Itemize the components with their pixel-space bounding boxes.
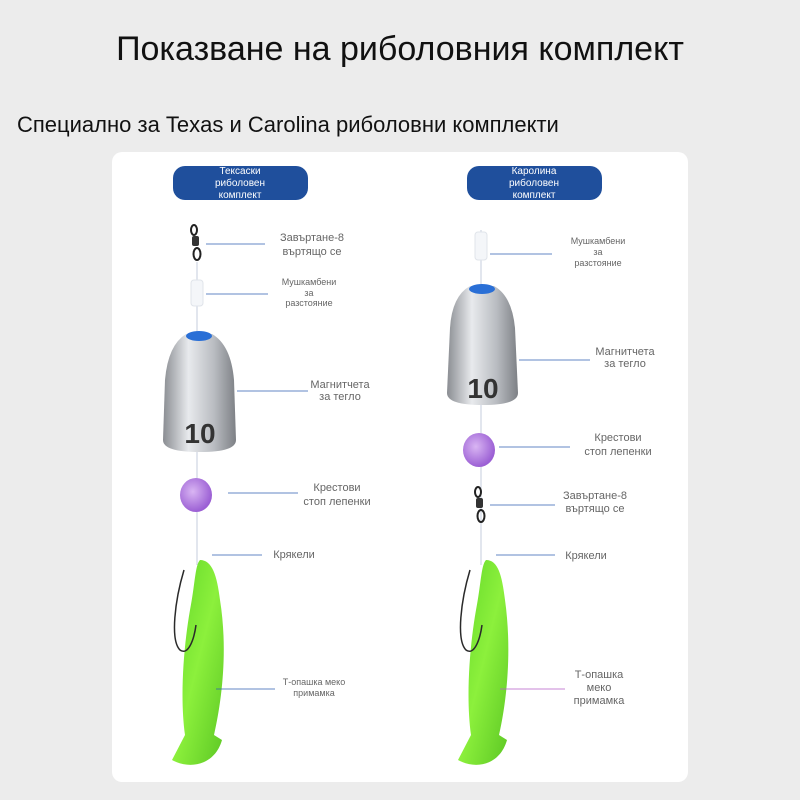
texas-spacer-label-1: Мушкамбени [282,277,337,287]
carolina-swivel-label-2: въртящо се [566,503,625,515]
texas-weight-label-2: за тегло [319,391,361,403]
carolina-weight-number: 10 [467,373,498,404]
carolina-hook-label: Крякели [565,550,607,562]
texas-hook-label: Крякели [273,549,315,561]
carolina-swivel-label-1: Завъртане-8 [563,490,627,502]
texas-spacer-label-2: за [304,288,313,298]
page-title: Показване на риболовния комплект [116,30,684,68]
carolina-weight-label-1: Магнитчета [595,346,655,358]
carolina-hook-lure-icon [458,560,509,765]
carolina-spacer-label-2: за [593,247,602,257]
carolina-spacer-label-1: Мушкамбени [571,236,626,246]
carolina-stopper-icon [463,433,495,467]
carolina-bait-label-3: примамка [574,695,626,707]
carolina-badge-line-2: риболовен [509,177,559,189]
carolina-badge: Каролина риболовен комплект [467,166,602,201]
carolina-weight-label-2: за тегло [604,358,646,370]
texas-swivel-label-1: Завъртане-8 [280,232,344,244]
texas-hook-lure-icon [172,560,224,765]
carolina-pointer-lines [490,253,590,556]
texas-stopper-label-1: Крестови [313,482,360,494]
texas-swivel-icon [190,224,202,261]
page-subtitle: Специално за Texas и Carolina риболовни … [17,112,559,137]
carolina-weight-icon: 10 [447,284,518,405]
texas-badge-line-3: комплект [219,190,262,201]
carolina-spacer-label-3: разстояние [574,258,621,268]
carolina-swivel-icon [474,486,486,523]
carolina-bait-label-1: Т-опашка [575,669,624,681]
texas-badge-line-1: Тексаски [219,166,260,177]
texas-badge-line-2: риболовен [215,177,265,189]
texas-spacer-icon [190,279,204,307]
carolina-rig: Каролина риболовен комплект 10 [447,166,655,765]
carolina-spacer-icon [474,231,488,261]
texas-weight-icon: 10 [163,331,236,452]
texas-spacer-label-3: разстояние [285,298,332,308]
texas-stopper-label-2: стоп лепенки [303,496,370,508]
texas-weight-number: 10 [184,418,215,449]
texas-weight-label-1: Магнитчета [310,379,370,391]
texas-bait-label-2: примамка [293,688,334,698]
carolina-stopper-label-1: Крестови [594,432,641,444]
texas-rig: Тексаски риболовен комплект 10 [163,166,371,765]
texas-badge: Тексаски риболовен комплект [173,166,308,201]
carolina-bait-label-2: меко [587,682,612,694]
texas-stopper-icon [180,478,212,512]
carolina-badge-line-3: комплект [513,190,556,201]
texas-pointer-lines [206,243,308,690]
carolina-stopper-label-2: стоп лепенки [584,446,651,458]
texas-swivel-label-2: въртящо се [283,246,342,258]
texas-bait-label-1: Т-опашка меко [283,677,345,687]
carolina-badge-line-1: Каролина [512,166,557,177]
